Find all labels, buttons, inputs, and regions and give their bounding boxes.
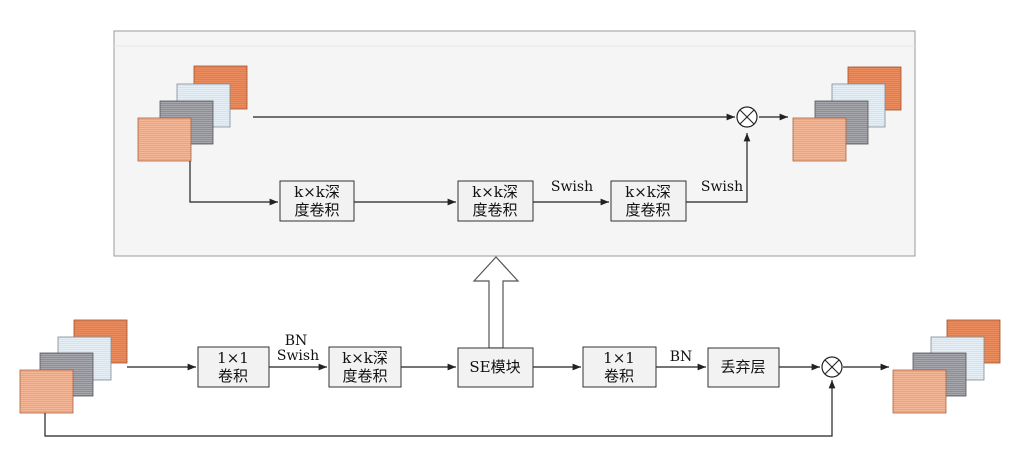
- se-module-box: SE模块: [457, 347, 534, 388]
- se-dwconv-box-1: k×k深 度卷积: [279, 180, 355, 222]
- se-dwconv-box-1-line2: 度卷积: [294, 201, 339, 219]
- feature-map-stack-se-input: [137, 65, 248, 162]
- bn-label-2: BN: [670, 349, 693, 365]
- se-branch-arrow-1: [189, 161, 278, 206]
- se-dwconv-box-2-line1: k×k深: [472, 183, 518, 201]
- se-dwconv-box-3-line2: 度卷积: [625, 201, 670, 219]
- se-module-box-label: SE模块: [469, 358, 520, 376]
- main-multiply-icon: [821, 356, 843, 378]
- se-swish-label-1: Swish: [551, 179, 593, 195]
- dropout-box-label: 丢弃层: [720, 358, 765, 376]
- bn-label-1: BN: [285, 333, 308, 349]
- conv1x1-box-b-line1: 1×1: [603, 349, 635, 367]
- se-dwconv-box-2-line2: 度卷积: [472, 201, 517, 219]
- dwconv-box-line1: k×k深: [342, 349, 388, 367]
- main-skip-arrow: [44, 380, 836, 437]
- dwconv-box-line2: 度卷积: [342, 367, 387, 385]
- se-swish-label-2: Swish: [701, 179, 743, 195]
- conv1x1-box-b-line2: 卷积: [604, 367, 634, 385]
- se-dwconv-box-3: k×k深 度卷积: [610, 180, 687, 222]
- se-branch-arrow-4: [686, 133, 751, 203]
- se-dwconv-box-3-line1: k×k深: [625, 183, 671, 201]
- se-dwconv-box-1-line1: k×k深: [294, 183, 340, 201]
- dropout-box: 丢弃层: [707, 347, 780, 388]
- feature-map-stack-se-output: [792, 66, 902, 162]
- se-multiply-icon: [736, 106, 758, 128]
- conv1x1-box-a-line1: 1×1: [217, 349, 249, 367]
- conv1x1-box-a-line2: 卷积: [218, 367, 248, 385]
- feature-map-stack-output: [892, 319, 1001, 414]
- swish-label-main: Swish: [277, 348, 319, 364]
- se-dwconv-box-2: k×k深 度卷积: [457, 180, 534, 222]
- conv1x1-box-a: 1×1 卷积: [197, 346, 270, 388]
- expand-up-arrow: [472, 256, 520, 349]
- dwconv-box: k×k深 度卷积: [328, 346, 402, 388]
- conv1x1-box-b: 1×1 卷积: [582, 346, 657, 388]
- feature-map-stack-input: [19, 319, 128, 414]
